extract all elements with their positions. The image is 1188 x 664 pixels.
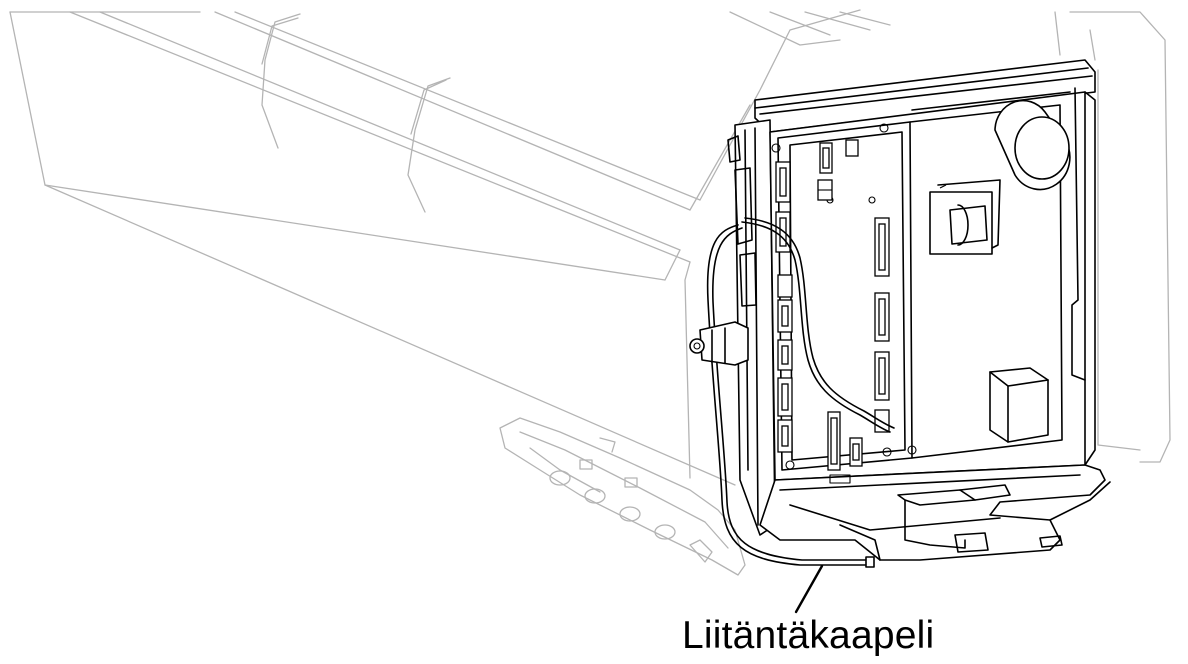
callout-label-interface-cable: Liitäntäkaapeli — [682, 614, 935, 657]
electronics-housing — [727, 59, 1111, 561]
callout-leader-line — [794, 564, 824, 614]
interface-cable — [689, 217, 895, 568]
power-supply-components — [929, 99, 1071, 443]
printer-body-outline — [9, 9, 1171, 576]
